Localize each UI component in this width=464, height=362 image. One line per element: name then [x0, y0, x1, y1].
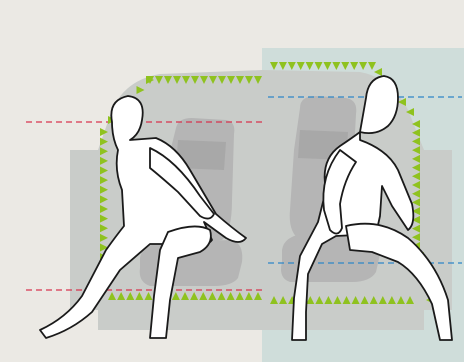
diagram-canvas: [0, 0, 464, 362]
crash-occupant-diagram: [0, 0, 464, 362]
